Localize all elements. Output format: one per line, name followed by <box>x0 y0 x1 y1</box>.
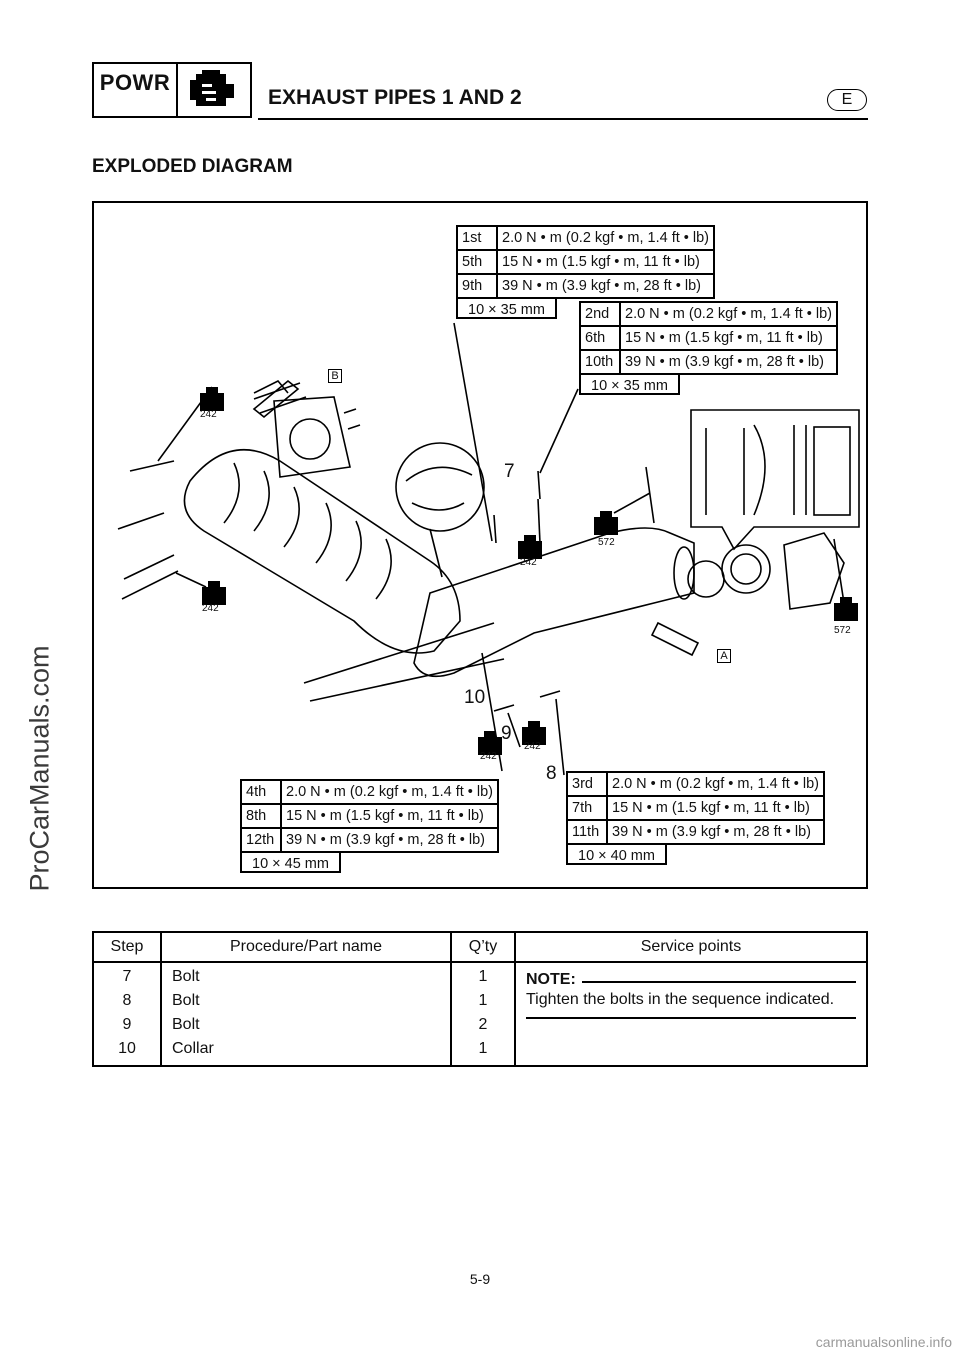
header-step: Step <box>92 931 162 963</box>
header-qty: Q’ty <box>450 931 516 963</box>
lt-value: 242 <box>520 557 537 568</box>
lt-value: 242 <box>480 751 497 762</box>
detail-letter-a: A <box>717 649 731 663</box>
title-rule <box>258 118 868 120</box>
note-rule <box>581 981 856 983</box>
page-number: 5-9 <box>469 1271 491 1287</box>
engine-icon <box>178 64 250 116</box>
note-text: Tighten the bolts in the sequence indica… <box>526 991 835 1008</box>
callout-7: 7 <box>504 461 515 482</box>
exploded-diagram-drawing <box>117 322 860 776</box>
sidebar-watermark: ProCarManuals.com <box>24 644 55 892</box>
note-title: NOTE: <box>526 971 576 988</box>
procedure-table: Step Procedure/Part name Q’ty Service po… <box>92 931 868 1067</box>
page-title: EXHAUST PIPES 1 AND 2 <box>268 86 522 109</box>
lt-value: 572 <box>598 537 615 548</box>
callout-10: 10 <box>464 687 486 708</box>
detail-letter-b: B <box>328 369 342 383</box>
table-body-row: 7 8 9 10 Bolt Bolt Bolt Collar 1 1 2 1 N… <box>92 961 868 1067</box>
parts-column: Bolt Bolt Bolt Collar <box>160 961 452 1067</box>
section-badge: POWR <box>92 62 252 118</box>
language-badge: E <box>827 89 867 111</box>
bolt-size-label: 10 × 45 mm <box>240 851 341 873</box>
callout-8: 8 <box>546 763 557 784</box>
bolt-size-label: 10 × 35 mm <box>456 297 557 319</box>
callout-9: 9 <box>501 723 512 744</box>
lt-value: 572 <box>834 625 851 636</box>
note-header: NOTE: <box>526 965 856 989</box>
lt-value: 242 <box>202 603 219 614</box>
bolt-size-label: 10 × 35 mm <box>579 373 680 395</box>
bolt-size-label: 10 × 40 mm <box>566 843 667 865</box>
footer-watermark: carmanualsonline.info <box>815 1334 952 1350</box>
lt-value: 242 <box>200 409 217 420</box>
service-points-cell: NOTE: Tighten the bolts in the sequence … <box>514 961 868 1067</box>
section-title: EXPLODED DIAGRAM <box>92 156 293 177</box>
note-end-rule <box>526 1017 856 1019</box>
qty-column: 1 1 2 1 <box>450 961 516 1067</box>
section-code: POWR <box>94 64 178 116</box>
lt-value: 242 <box>524 741 541 752</box>
header-part: Procedure/Part name <box>160 931 452 963</box>
table-header-row: Step Procedure/Part name Q’ty Service po… <box>92 931 868 963</box>
header-service: Service points <box>514 931 868 963</box>
steps-column: 7 8 9 10 <box>92 961 162 1067</box>
